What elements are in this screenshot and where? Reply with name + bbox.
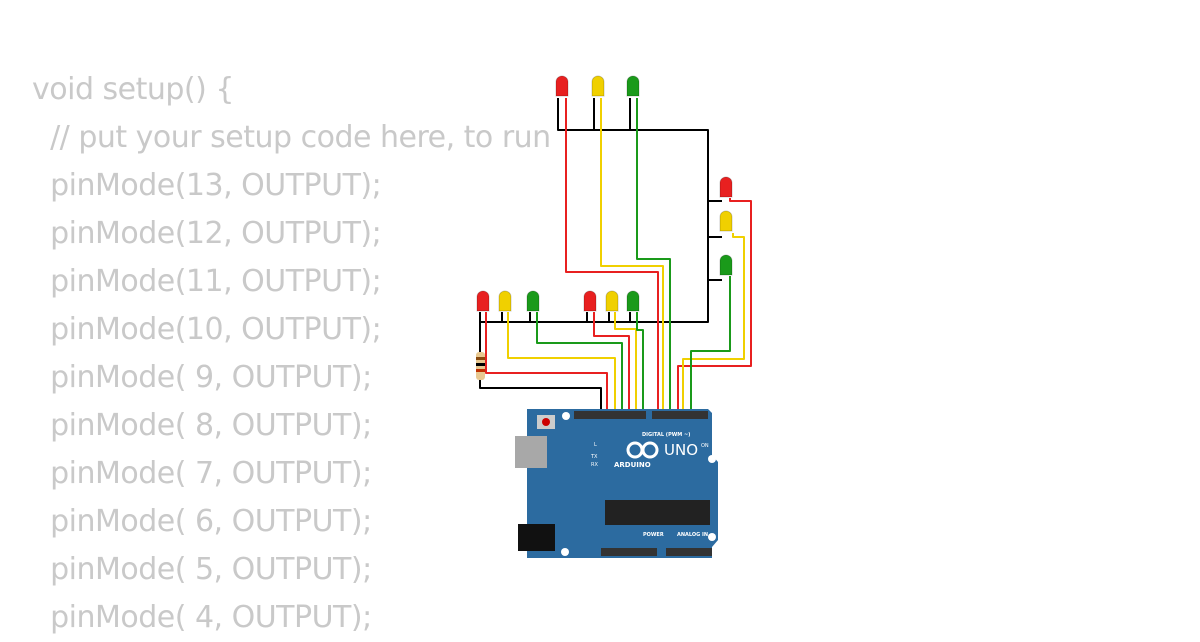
wire-yellow <box>600 98 664 412</box>
code-line: pinMode( 8, OUTPUT); <box>32 408 372 443</box>
led-label-tx: TX <box>590 454 598 460</box>
code-line: pinMode( 5, OUTPUT); <box>32 552 372 587</box>
wire-green <box>636 312 644 412</box>
led-green[interactable] <box>526 290 540 312</box>
led-label-l: L <box>594 442 597 448</box>
code-editor[interactable]: void setup() { // put your setup code he… <box>32 66 551 642</box>
board-model: UNO <box>664 441 698 459</box>
arduino-uno-board[interactable]: UNO ARDUINO DIGITAL (PWM ~) POWER ANALOG… <box>515 409 718 558</box>
code-line: pinMode( 4, OUTPUT); <box>32 600 372 635</box>
microcontroller-chip <box>605 500 710 525</box>
wire-green <box>636 98 671 412</box>
wire-yellow <box>614 312 637 412</box>
wire-yellow <box>507 312 616 412</box>
code-line: pinMode( 7, OUTPUT); <box>32 456 372 491</box>
board-brand: ARDUINO <box>614 461 651 469</box>
wire-gnd <box>480 98 709 323</box>
wire-green <box>690 276 731 412</box>
led-label-rx: RX <box>591 462 598 468</box>
wire-gnd <box>479 98 722 352</box>
led-yellow[interactable] <box>498 290 512 312</box>
power-jack <box>518 524 555 551</box>
digital-label: DIGITAL (PWM ~) <box>642 432 690 438</box>
led-red[interactable] <box>476 290 490 312</box>
code-line: pinMode(12, OUTPUT); <box>32 216 382 251</box>
wire-red <box>565 98 659 412</box>
wire-red <box>485 312 608 412</box>
led-yellow[interactable] <box>605 290 619 312</box>
usb-port <box>515 436 547 468</box>
led-green[interactable] <box>719 254 733 276</box>
wire-red <box>593 312 630 412</box>
led-yellow[interactable] <box>719 210 733 232</box>
code-line: // put your setup code here, to run <box>32 120 551 155</box>
led-green[interactable] <box>626 290 640 312</box>
code-line: pinMode(11, OUTPUT); <box>32 264 382 299</box>
analog-label: ANALOG IN <box>677 532 708 538</box>
wire-green <box>536 312 623 412</box>
code-line: pinMode(10, OUTPUT); <box>32 312 382 347</box>
code-line: pinMode(13, OUTPUT); <box>32 168 382 203</box>
led-red[interactable] <box>583 290 597 312</box>
led-label-on: ON <box>701 443 709 449</box>
led-red[interactable] <box>719 176 733 198</box>
led-red[interactable] <box>555 75 569 97</box>
wire-gnd-board <box>479 380 602 412</box>
code-line: pinMode( 6, OUTPUT); <box>32 504 372 539</box>
code-line: pinMode( 9, OUTPUT); <box>32 360 372 395</box>
resistor[interactable] <box>476 352 485 380</box>
wire-red <box>677 198 752 412</box>
code-line: void setup() { <box>32 72 234 107</box>
power-label: POWER <box>643 532 664 538</box>
led-green[interactable] <box>626 75 640 97</box>
wire-yellow <box>682 233 745 412</box>
led-yellow[interactable] <box>591 75 605 97</box>
